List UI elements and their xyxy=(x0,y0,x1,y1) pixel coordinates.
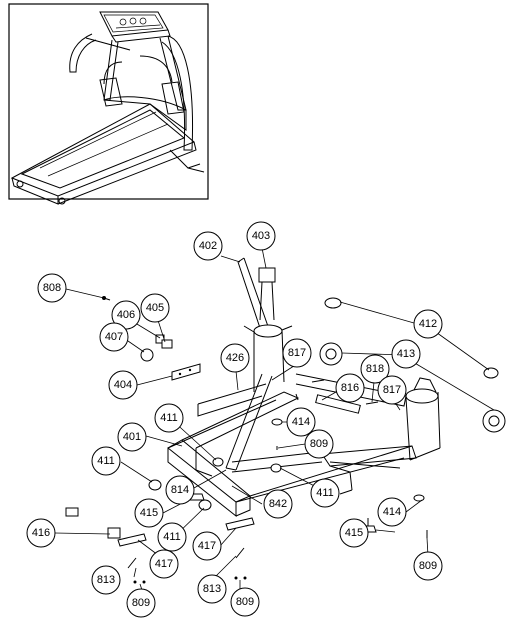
callout-label: 405 xyxy=(146,302,164,314)
callout-label: 813 xyxy=(203,583,221,595)
callout-label: 411 xyxy=(160,412,178,424)
callout-402: 402 xyxy=(193,231,223,261)
callout-414: 414 xyxy=(377,497,407,527)
callout-label: 415 xyxy=(140,507,158,519)
callout-407: 407 xyxy=(99,322,129,352)
callout-label: 407 xyxy=(105,331,123,343)
callout-405: 405 xyxy=(140,293,170,323)
callout-label: 413 xyxy=(397,348,415,360)
callout-label: 411 xyxy=(97,455,115,467)
callout-label: 411 xyxy=(316,487,334,499)
callout-label: 813 xyxy=(97,574,115,586)
callout-label: 809 xyxy=(132,597,150,609)
right-column-tube xyxy=(405,377,441,461)
callout-813: 813 xyxy=(91,565,121,595)
callout-818: 818 xyxy=(360,354,390,384)
callout-label: 417 xyxy=(198,540,216,552)
callout-411: 411 xyxy=(154,403,184,433)
callout-label: 842 xyxy=(269,498,287,510)
callout-809: 809 xyxy=(230,587,260,617)
callout-label: 808 xyxy=(43,282,61,294)
callout-808: 808 xyxy=(37,273,67,303)
callout-label: 414 xyxy=(292,416,310,428)
callout-label: 817 xyxy=(383,384,401,396)
callout-809: 809 xyxy=(304,429,334,459)
callout-411: 411 xyxy=(310,478,340,508)
callout-411: 411 xyxy=(157,522,187,552)
callout-813: 813 xyxy=(197,574,227,604)
callout-406: 406 xyxy=(111,300,141,330)
callout-label: 411 xyxy=(163,531,181,543)
callout-label: 809 xyxy=(310,438,328,450)
callout-417: 417 xyxy=(149,549,179,579)
callout-label: 403 xyxy=(252,230,270,242)
callout-842: 842 xyxy=(263,489,293,519)
callouts: 808 406 405 407 404 402 403 412 426 817 … xyxy=(26,221,443,618)
callout-413: 413 xyxy=(391,339,421,369)
callout-label: 818 xyxy=(366,363,384,375)
callout-label: 416 xyxy=(32,527,50,539)
upright-402-403 xyxy=(237,257,276,335)
callout-401: 401 xyxy=(117,422,147,452)
callout-label: 412 xyxy=(419,318,437,330)
treadmill-overview-inset xyxy=(8,3,209,205)
callout-816: 816 xyxy=(335,373,365,403)
callout-809: 809 xyxy=(413,551,443,581)
callout-809: 809 xyxy=(126,588,156,618)
callout-817: 817 xyxy=(377,375,407,405)
callout-817: 817 xyxy=(282,338,312,368)
callout-label: 816 xyxy=(341,382,359,394)
callout-label: 404 xyxy=(114,379,132,391)
callout-416: 416 xyxy=(26,518,56,548)
callout-label: 814 xyxy=(171,484,189,496)
callout-426: 426 xyxy=(220,343,250,373)
callout-417: 417 xyxy=(192,531,222,561)
callout-label: 417 xyxy=(155,558,173,570)
callout-415: 415 xyxy=(134,498,164,528)
callout-label: 817 xyxy=(288,347,306,359)
callout-label: 402 xyxy=(199,240,217,252)
hardware xyxy=(65,296,506,584)
callout-label: 406 xyxy=(117,309,135,321)
callout-label: 414 xyxy=(383,506,401,518)
callout-label: 415 xyxy=(345,527,363,539)
treadmill-illustration xyxy=(10,11,205,205)
callout-label: 809 xyxy=(419,560,437,572)
callout-label: 401 xyxy=(123,431,141,443)
exploded-frame-view xyxy=(54,247,506,591)
callout-404: 404 xyxy=(108,370,138,400)
callout-411: 411 xyxy=(91,446,121,476)
callout-415: 415 xyxy=(339,518,369,548)
callout-label: 426 xyxy=(226,352,244,364)
callout-412: 412 xyxy=(413,309,443,339)
callout-label: 809 xyxy=(236,596,254,608)
callout-814: 814 xyxy=(165,475,195,505)
callout-414: 414 xyxy=(286,407,316,437)
callout-403: 403 xyxy=(246,221,276,251)
